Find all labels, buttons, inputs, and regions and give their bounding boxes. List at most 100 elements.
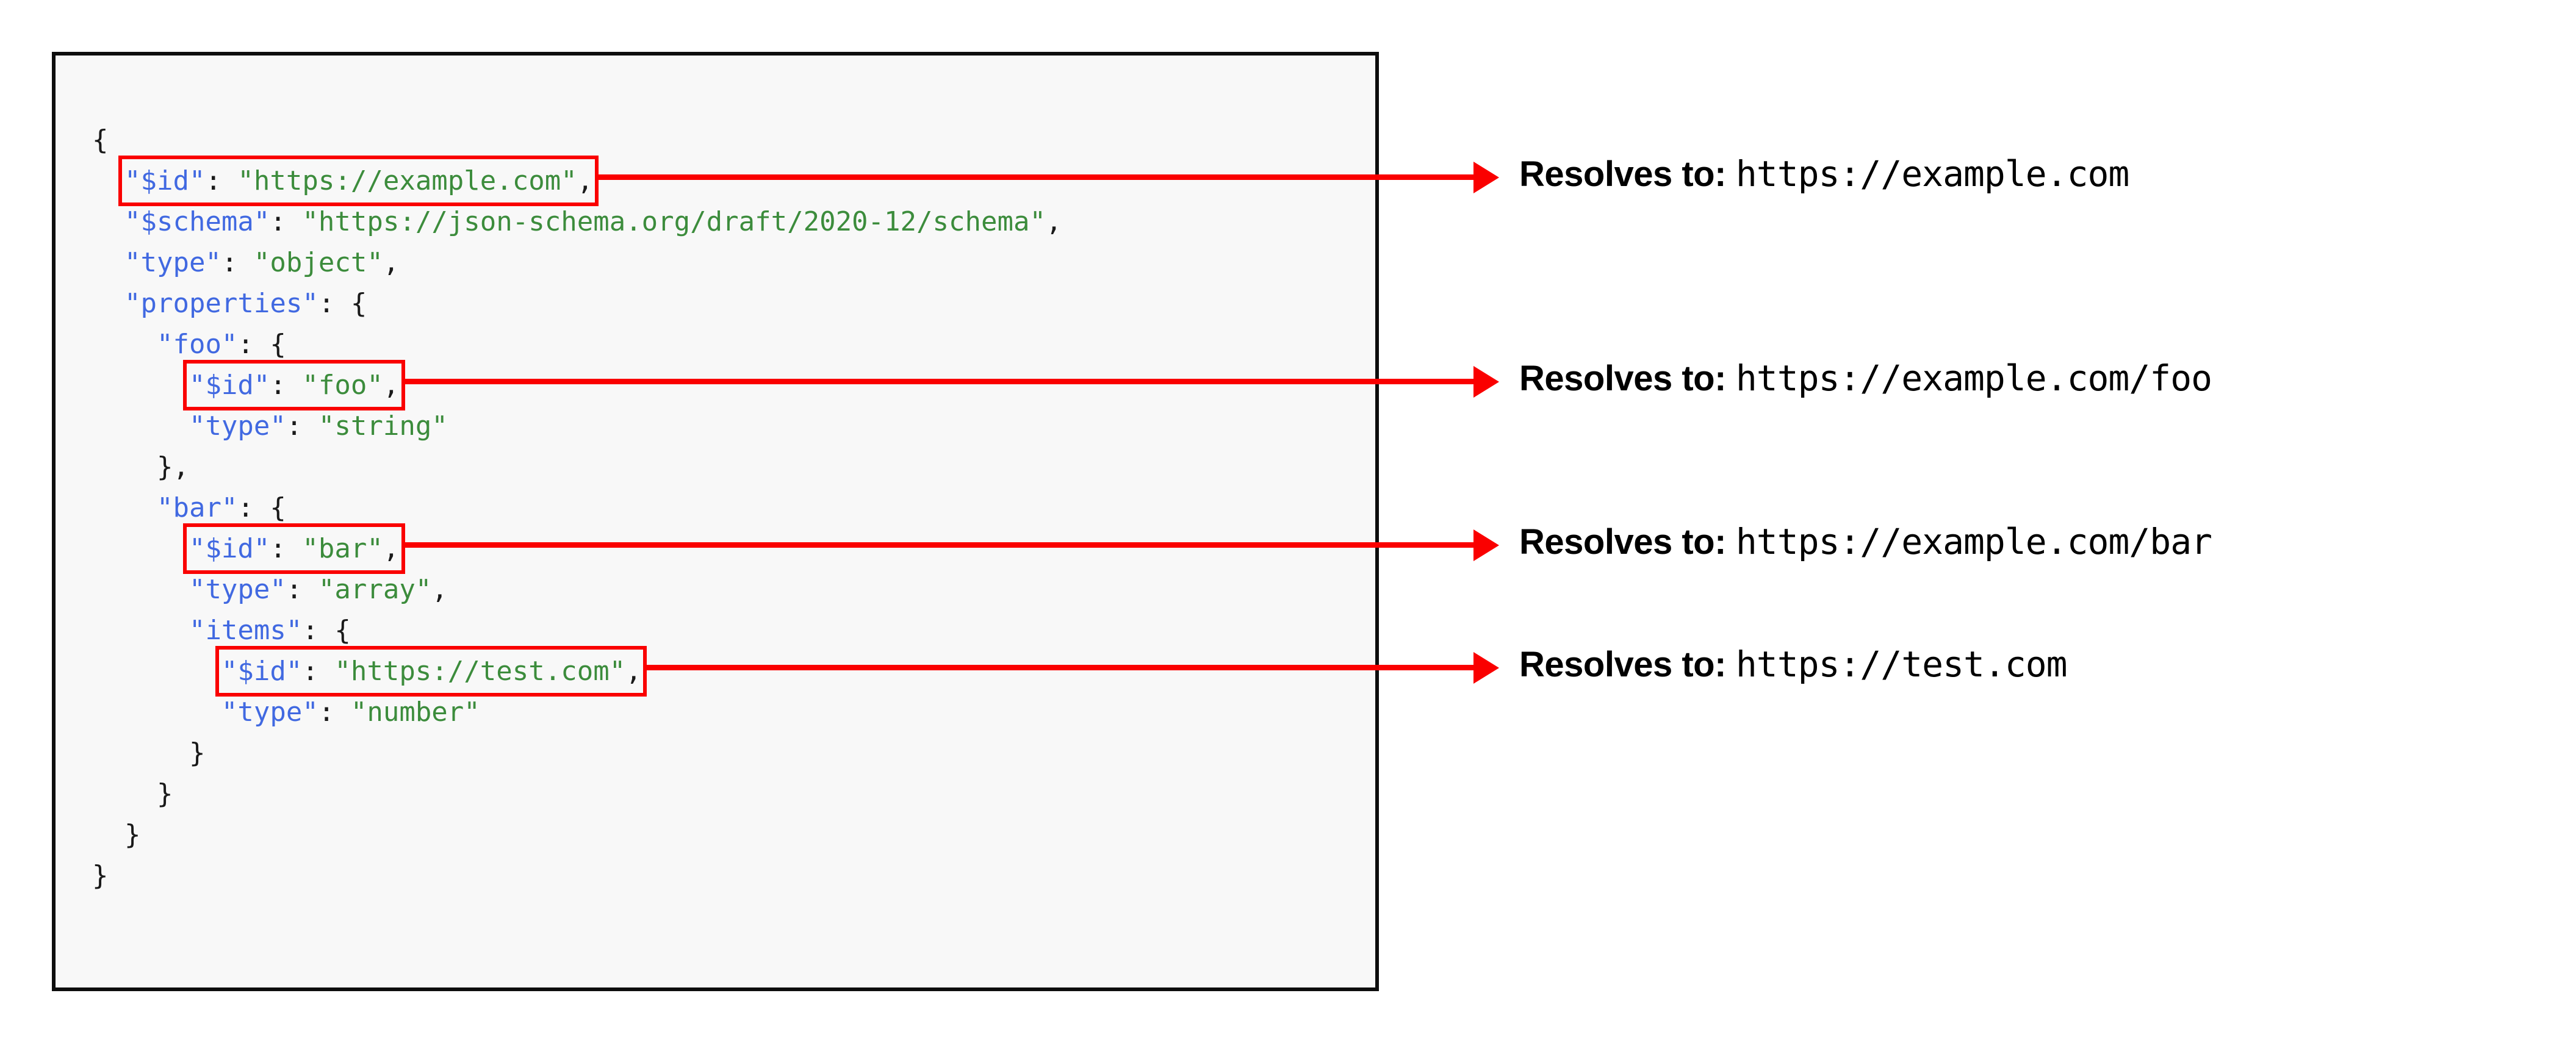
code-line: "bar": { xyxy=(92,487,1062,528)
code-token-key: "$id" xyxy=(189,533,270,564)
code-indent xyxy=(92,778,157,809)
code-token-punct: } xyxy=(124,819,141,850)
code-line: "foo": { xyxy=(92,324,1062,365)
code-token-punct: } xyxy=(156,778,173,809)
code-token-key: "type" xyxy=(189,574,286,605)
json-code-block: { "$id": "https://example.com", "$schema… xyxy=(92,120,1062,896)
code-token-str: "https://json-schema.org/draft/2020-12/s… xyxy=(302,206,1046,237)
code-line: "$id": "https://test.com", xyxy=(92,651,1062,692)
code-indent xyxy=(92,165,124,196)
code-line: "$schema": "https://json-schema.org/draf… xyxy=(92,201,1062,242)
code-line: "type": "number" xyxy=(92,692,1062,733)
json-code-panel: { "$id": "https://example.com", "$schema… xyxy=(52,52,1379,991)
code-indent xyxy=(92,329,157,360)
code-token-punct: : xyxy=(286,574,318,605)
code-indent xyxy=(92,819,124,850)
code-token-key: "$id" xyxy=(221,656,303,687)
code-token-key: "foo" xyxy=(156,329,238,360)
code-token-punct: : xyxy=(205,165,238,196)
code-token-key: "items" xyxy=(189,615,303,646)
resolved-url-value: https://example.com/foo xyxy=(1735,357,2212,399)
code-indent xyxy=(92,247,124,278)
code-token-punct: : { xyxy=(302,615,351,646)
resolve-arrow-head-icon xyxy=(1473,365,1499,398)
code-token-punct: , xyxy=(577,165,594,196)
code-token-punct: , xyxy=(383,533,400,564)
code-line: "$id": "https://example.com", xyxy=(92,160,1062,201)
resolve-row: Resolves to:https://example.com/foo xyxy=(1519,357,2212,399)
code-token-key: "$id" xyxy=(124,165,206,196)
code-token-str: "bar" xyxy=(302,533,383,564)
code-token-punct: : xyxy=(270,370,303,401)
code-indent xyxy=(92,492,157,523)
code-line: } xyxy=(92,814,1062,855)
code-indent xyxy=(92,656,221,687)
code-token-punct: : xyxy=(286,410,318,442)
code-token-punct: { xyxy=(92,124,109,156)
code-token-str: "https://test.com" xyxy=(334,656,626,687)
resolve-row: Resolves to:https://example.com/bar xyxy=(1519,521,2212,562)
code-line: } xyxy=(92,773,1062,814)
code-token-str: "foo" xyxy=(302,370,383,401)
resolved-url-value: https://test.com xyxy=(1735,643,2068,685)
code-token-punct: : xyxy=(221,247,254,278)
code-token-punct: : { xyxy=(237,492,286,523)
code-token-key: "type" xyxy=(221,697,318,728)
code-indent xyxy=(92,206,124,237)
code-token-punct: } xyxy=(92,860,109,891)
resolve-arrow-head-icon xyxy=(1473,651,1499,684)
resolve-row: Resolves to:https://test.com xyxy=(1519,643,2068,685)
code-line: { xyxy=(92,120,1062,160)
resolve-arrow-head-icon xyxy=(1473,161,1499,193)
resolves-to-label: Resolves to: xyxy=(1519,358,1726,398)
code-token-str: "https://example.com" xyxy=(237,165,577,196)
code-token-punct: : xyxy=(318,697,351,728)
code-line: } xyxy=(92,733,1062,773)
code-token-punct: , xyxy=(625,656,642,687)
code-token-punct: } xyxy=(189,737,206,769)
code-indent xyxy=(92,288,124,319)
code-token-str: "number" xyxy=(350,697,480,728)
code-line: "type": "object", xyxy=(92,242,1062,283)
resolves-to-label: Resolves to: xyxy=(1519,522,1726,562)
code-line: }, xyxy=(92,446,1062,487)
code-token-punct: }, xyxy=(156,451,189,482)
resolves-to-label: Resolves to: xyxy=(1519,154,1726,194)
code-token-key: "type" xyxy=(124,247,221,278)
code-token-punct: , xyxy=(383,370,400,401)
resolve-arrow-line xyxy=(401,379,1473,384)
code-token-key: "properties" xyxy=(124,288,318,319)
code-indent xyxy=(92,574,189,605)
code-token-punct: , xyxy=(383,247,400,278)
resolve-arrow-line xyxy=(401,542,1473,548)
code-token-key: "$schema" xyxy=(124,206,270,237)
code-token-punct: : xyxy=(270,206,303,237)
code-token-punct: , xyxy=(431,574,448,605)
resolve-row: Resolves to:https://example.com xyxy=(1519,153,2129,195)
code-token-str: "object" xyxy=(253,247,383,278)
code-token-key: "$id" xyxy=(189,370,270,401)
code-token-punct: : xyxy=(302,656,335,687)
code-line: "$id": "bar", xyxy=(92,528,1062,569)
resolved-url-value: https://example.com/bar xyxy=(1735,520,2212,562)
code-token-key: "type" xyxy=(189,410,286,442)
code-indent xyxy=(92,533,189,564)
code-token-punct: : xyxy=(270,533,303,564)
code-line: "properties": { xyxy=(92,283,1062,324)
resolve-arrow-line xyxy=(594,174,1473,180)
code-indent xyxy=(92,697,221,728)
resolves-to-label: Resolves to: xyxy=(1519,644,1726,684)
code-indent xyxy=(92,370,189,401)
code-token-key: "bar" xyxy=(156,492,238,523)
resolve-arrow-head-icon xyxy=(1473,529,1499,561)
code-indent xyxy=(92,615,189,646)
code-token-punct: , xyxy=(1045,206,1062,237)
code-token-str: "array" xyxy=(318,574,432,605)
code-token-punct: : { xyxy=(318,288,367,319)
code-line: "type": "string" xyxy=(92,406,1062,446)
resolved-url-value: https://example.com xyxy=(1735,152,2129,195)
code-line: "$id": "foo", xyxy=(92,365,1062,406)
code-token-str: "string" xyxy=(318,410,448,442)
code-line: "type": "array", xyxy=(92,569,1062,610)
code-indent xyxy=(92,410,189,442)
